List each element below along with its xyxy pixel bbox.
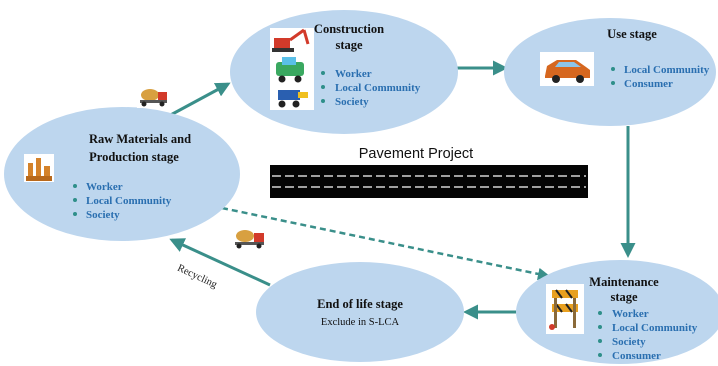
mixer-truck-icon — [137, 86, 171, 108]
raw-materials-title-line-1: Raw Materials and — [89, 132, 191, 146]
use-stage-bubble — [504, 18, 716, 126]
recycling-label: Recycling — [175, 263, 219, 291]
pavement-project-title: Pavement Project — [359, 146, 473, 162]
construction-title-line-2: stage — [335, 38, 363, 52]
road-barrier-icon — [546, 284, 584, 334]
raw-item-local-community: Local Community — [86, 195, 172, 207]
raw-item-society: Society — [86, 209, 120, 221]
construction-item-society: Society — [335, 96, 369, 108]
end-of-life-bubble — [256, 262, 464, 362]
raw-materials-title-line-2: Production stage — [89, 150, 179, 164]
use-item-local-community: Local Community — [624, 64, 710, 76]
maintenance-title-line-1: Maintenance — [589, 275, 659, 289]
construction-vehicles-icon — [270, 28, 314, 110]
use-item-consumer: Consumer — [624, 78, 673, 90]
construction-item-local-community: Local Community — [335, 82, 421, 94]
end-of-life-note: Exclude in S-LCA — [321, 317, 400, 328]
construction-item-worker: Worker — [335, 68, 372, 80]
arrow-end-to-raw-recycling — [169, 238, 271, 287]
use-stage-title: Use stage — [607, 27, 657, 41]
factory-icon — [24, 154, 54, 182]
arrow-raw-to-construction — [164, 82, 231, 120]
raw-item-worker: Worker — [86, 181, 123, 193]
mixer-truck-icon — [231, 226, 267, 250]
construction-list: Worker Local Community Society — [321, 68, 421, 108]
road-icon — [270, 165, 588, 198]
end-of-life-title: End of life stage — [317, 297, 403, 311]
raw-materials-bubble — [4, 107, 240, 241]
arrow-raw-to-maintenance-dashed — [221, 206, 551, 281]
construction-title-line-1: Construction — [314, 22, 384, 36]
maintenance-list: Worker Local Community Society Consumer — [598, 308, 698, 362]
maintenance-item-consumer: Consumer — [612, 350, 661, 362]
maintenance-title-line-2: stage — [610, 290, 638, 304]
maintenance-item-local-community: Local Community — [612, 322, 698, 334]
raw-materials-list: Worker Local Community Society — [73, 181, 172, 221]
car-icon — [540, 52, 594, 86]
maintenance-item-society: Society — [612, 336, 646, 348]
use-stage-list: Local Community Consumer — [611, 64, 710, 90]
maintenance-item-worker: Worker — [612, 308, 649, 320]
